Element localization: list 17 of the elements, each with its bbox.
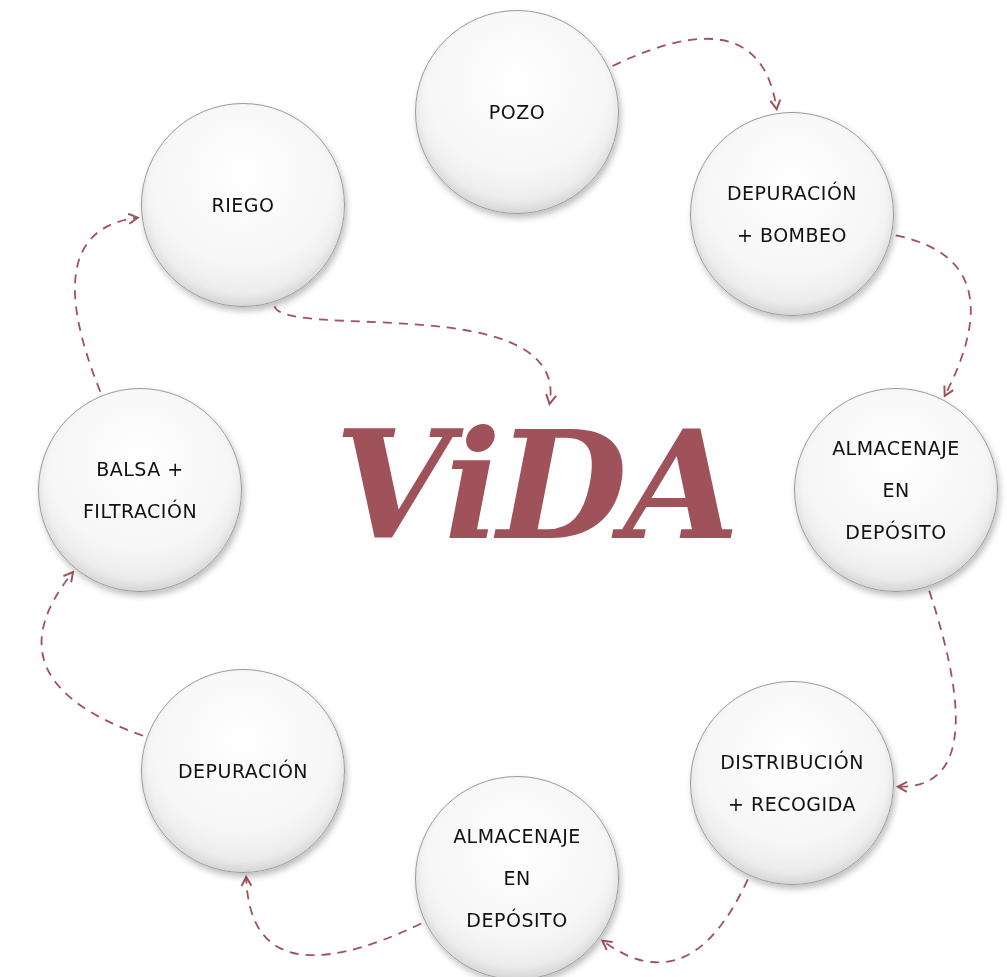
node-label: DEPURACIÓN + BOMBEO: [726, 180, 858, 248]
dashed-arrow: [40, 571, 144, 737]
node-label: BALSA + FILTRACIÓN: [82, 457, 198, 524]
dashed-arrow: [601, 878, 749, 964]
dashed-arrow: [273, 305, 556, 405]
node-label: DISTRIBUCIÓN + RECOGIDA: [720, 749, 864, 817]
dashed-arrow: [894, 234, 972, 397]
dashed-arrow: [241, 875, 423, 956]
dashed-arrow: [896, 589, 957, 793]
center-title: ViDA: [334, 410, 736, 560]
node-label: RIEGO: [211, 193, 275, 218]
node-label: ALMACENAJE EN DEPÓSITO: [832, 436, 960, 545]
dashed-arrow: [611, 38, 781, 111]
node-label: POZO: [488, 100, 546, 125]
node-label: ALMACENAJE EN DEPÓSITO: [453, 824, 581, 933]
node-label: DEPURACIÓN: [177, 758, 309, 784]
dashed-arrow: [74, 213, 139, 393]
